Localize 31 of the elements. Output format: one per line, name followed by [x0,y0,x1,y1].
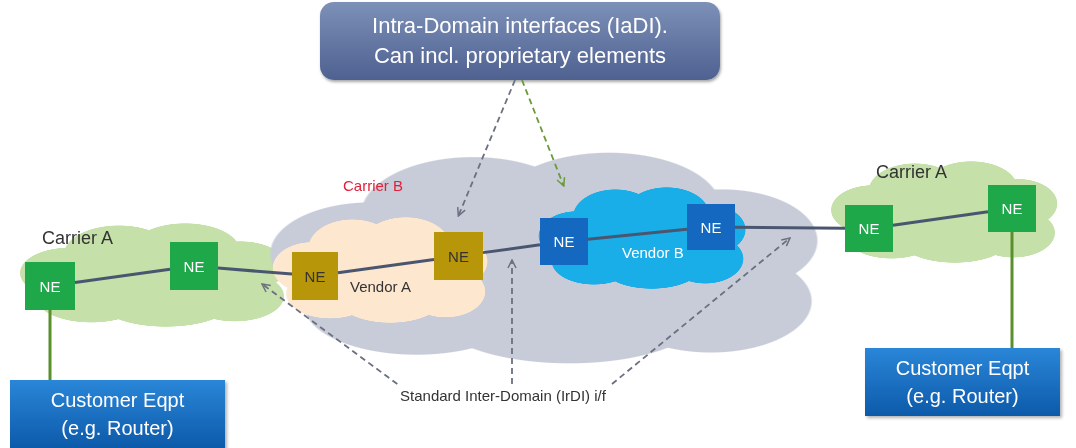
connector [892,210,989,227]
leader-line [611,237,791,385]
connector [74,267,171,284]
leader-line [261,283,399,385]
leader-line [456,79,516,217]
network-element: NE [292,252,338,300]
network-element: NE [540,218,588,265]
connector [217,266,293,276]
leader-line [521,79,566,187]
connector [587,227,688,241]
network-element: NE [988,185,1036,232]
customer-equipment-box: Customer Eqpt (e.g. Router) [10,380,225,448]
cloud-label: Carrier A [876,162,947,183]
interface-label: Standard Inter-Domain (IrDI) i/f [378,384,628,406]
network-element: NE [170,242,218,290]
connector [48,310,52,380]
cloud-label: Carrier B [343,177,403,194]
customer-equipment-box: Customer Eqpt (e.g. Router) [865,348,1060,416]
leader-line [507,259,517,385]
cloud-label: Carrier A [42,228,113,249]
cloud-label: Vendor A [350,278,411,295]
network-element: NE [687,204,735,250]
connector [735,225,845,230]
network-element: NE [434,232,483,280]
cloud-label: Vendor B [622,244,684,261]
connector [1010,232,1014,348]
connector [482,243,541,255]
network-element: NE [25,262,75,310]
connector [337,257,435,275]
network-element: NE [845,205,893,252]
callout-box: Intra-Domain interfaces (IaDI). Can incl. proprietary elements [320,2,720,80]
